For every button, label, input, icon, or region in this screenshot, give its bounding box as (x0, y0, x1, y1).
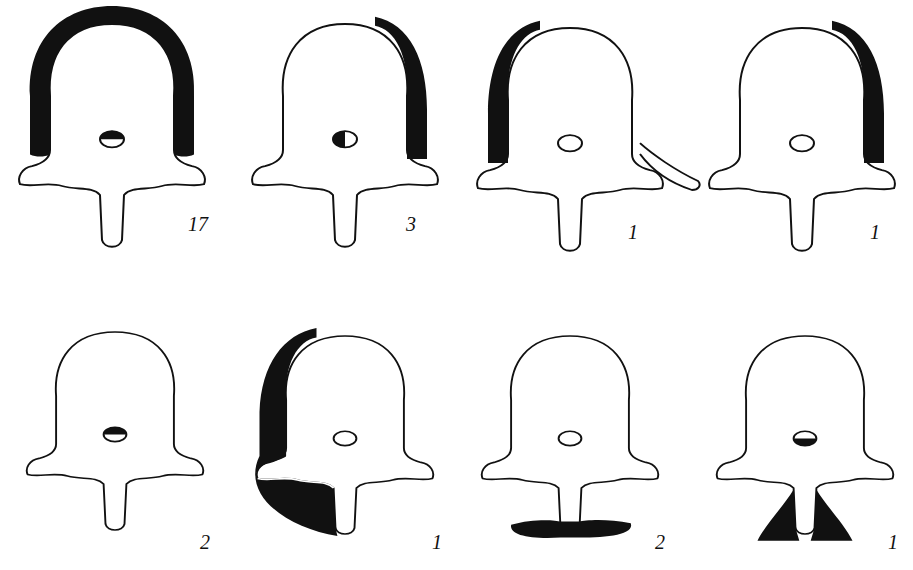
vertebra-figure (27, 332, 203, 530)
vertebra-figure (255, 328, 433, 536)
vertebra-figure (477, 21, 699, 251)
vertebra-figure (482, 336, 658, 538)
callout-number: 1 (628, 222, 638, 242)
callout-number: 1 (888, 532, 898, 552)
vertebra-figure (717, 336, 893, 541)
vertebra-figure (709, 21, 895, 251)
callout-number: 2 (200, 532, 210, 552)
callout-number: 1 (432, 532, 442, 552)
callout-number: 3 (406, 214, 416, 234)
callout-number: 2 (655, 532, 665, 552)
vertebra-figure (252, 17, 438, 247)
vertebra-figure (19, 6, 205, 247)
callout-number: 1 (870, 222, 880, 242)
callout-number: 17 (188, 214, 208, 234)
